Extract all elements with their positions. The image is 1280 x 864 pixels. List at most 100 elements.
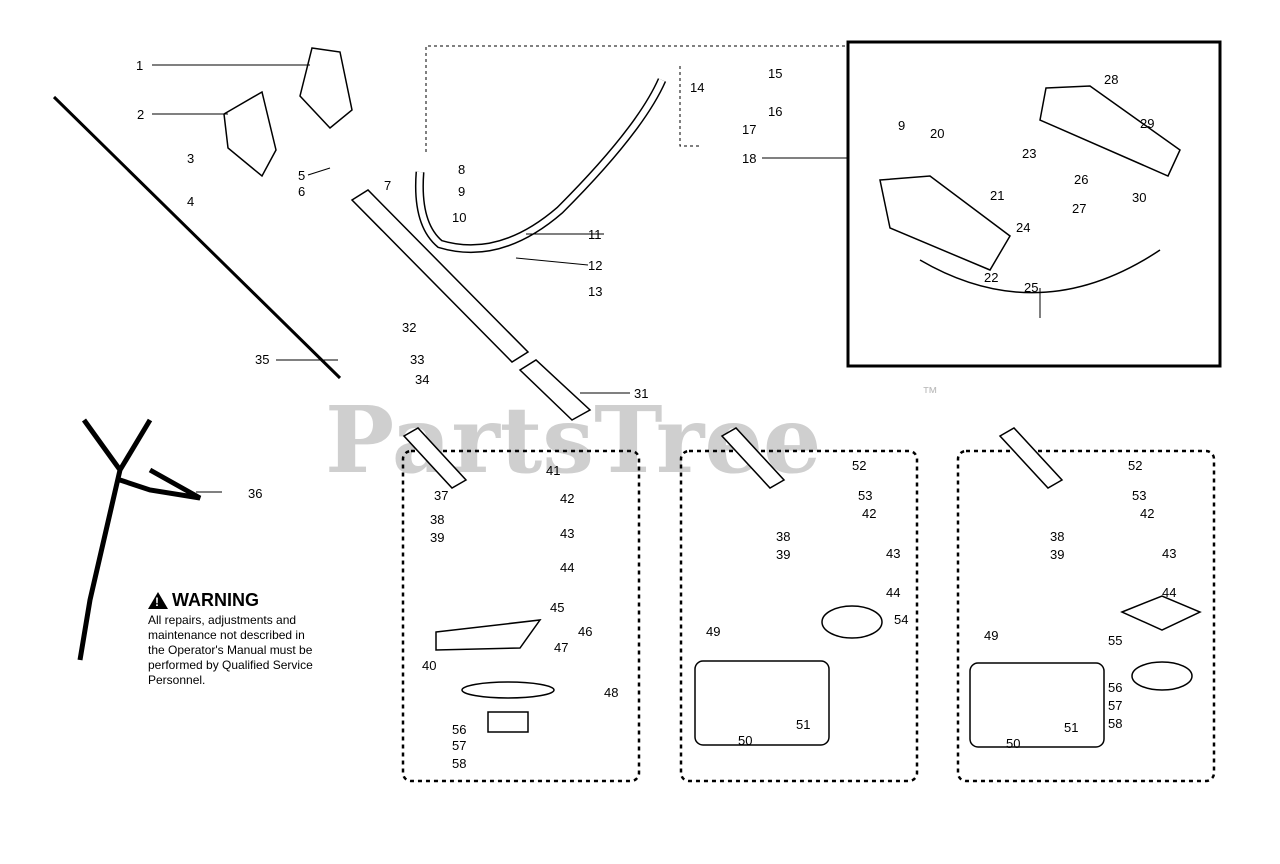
callout-30: 30 — [1132, 190, 1146, 205]
callout-24: 24 — [1016, 220, 1030, 235]
callout-37: 37 — [434, 488, 448, 503]
callout-49d: 49 — [984, 628, 998, 643]
callout-28: 28 — [1104, 72, 1118, 87]
warning-line: performed by Qualified Service — [148, 658, 313, 672]
callout-2: 2 — [137, 107, 144, 122]
warning-line: Personnel. — [148, 673, 206, 687]
warning-line: maintenance not described in — [148, 628, 305, 642]
callout-32: 32 — [402, 320, 416, 335]
callout-23: 23 — [1022, 146, 1036, 161]
throttle-handle-parts — [879, 85, 1181, 294]
callout-33: 33 — [410, 352, 424, 367]
callout-5: 5 — [298, 168, 305, 183]
callout-29: 29 — [1140, 116, 1154, 131]
callout-44a: 44 — [560, 560, 574, 575]
blade-kit-parts — [402, 427, 555, 733]
grass-blade-kit-box — [956, 449, 1216, 783]
callout-27: 27 — [1072, 201, 1086, 216]
callout-44d: 44 — [1162, 585, 1176, 600]
trimmer-kit-parts — [694, 427, 883, 746]
callout-52b: 52 — [852, 458, 866, 473]
callout-34: 34 — [415, 372, 429, 387]
callout-47: 47 — [554, 640, 568, 655]
callout-51d: 51 — [1064, 720, 1078, 735]
callout-9: 9 — [458, 184, 465, 199]
leader-lines — [152, 64, 1041, 493]
callout-38d: 38 — [1050, 529, 1064, 544]
callout-53d: 53 — [1132, 488, 1146, 503]
callout-35: 35 — [255, 352, 269, 367]
callout-18: 18 — [742, 151, 756, 166]
callout-39d: 39 — [1050, 547, 1064, 562]
grass-blade-kit-parts — [969, 427, 1202, 748]
watermark-trademark: ™ — [922, 385, 938, 402]
callout-53b: 53 — [858, 488, 872, 503]
handle-inset-frame — [846, 40, 1222, 368]
callout-52d: 52 — [1128, 458, 1142, 473]
callout-14: 14 — [690, 80, 704, 95]
callout-48: 48 — [604, 685, 618, 700]
callout-15: 15 — [768, 66, 782, 81]
callout-1: 1 — [136, 58, 143, 73]
callout-17: 17 — [742, 122, 756, 137]
callout-46: 46 — [578, 624, 592, 639]
warning-line: All repairs, adjustments and — [148, 613, 297, 627]
engine-cover-part — [299, 47, 353, 130]
callout-6: 6 — [298, 184, 305, 199]
callout-7: 7 — [384, 178, 391, 193]
callout-12: 12 — [588, 258, 602, 273]
callout-8: 8 — [458, 162, 465, 177]
callout-56a: 56 — [452, 722, 466, 737]
callout-13: 13 — [588, 284, 602, 299]
callout-21: 21 — [990, 188, 1004, 203]
callout-39a: 39 — [430, 530, 444, 545]
callout-51b: 51 — [796, 717, 810, 732]
callout-42a: 42 — [560, 491, 574, 506]
callout-16: 16 — [768, 104, 782, 119]
callout-40: 40 — [422, 658, 436, 673]
callout-43d: 43 — [1162, 546, 1176, 561]
callout-42b: 42 — [862, 506, 876, 521]
callout-4: 4 — [187, 194, 194, 209]
callout-26: 26 — [1074, 172, 1088, 187]
callout-41: 41 — [546, 463, 560, 478]
inset-connector — [425, 45, 848, 152]
warning-body: All repairs, adjustments and maintenance… — [148, 613, 363, 688]
callout-43a: 43 — [560, 526, 574, 541]
callout-49b: 49 — [706, 624, 720, 639]
callout-25: 25 — [1024, 280, 1038, 295]
callout-50b: 50 — [738, 733, 752, 748]
callout-58a: 58 — [452, 756, 466, 771]
callout-56d: 56 — [1108, 680, 1122, 695]
callout-58d: 58 — [1108, 716, 1122, 731]
callout-9-inset: 9 — [898, 118, 905, 133]
callout-42d: 42 — [1140, 506, 1154, 521]
callout-50d: 50 — [1006, 736, 1020, 751]
shaft-tube-part — [350, 189, 592, 421]
callout-10: 10 — [452, 210, 466, 225]
callout-38b: 38 — [776, 529, 790, 544]
callout-39b: 39 — [776, 547, 790, 562]
callout-3: 3 — [187, 151, 194, 166]
handle-connector — [679, 66, 700, 147]
warning-notice: ! WARNING All repairs, adjustments and m… — [148, 590, 363, 688]
handlebar-inner — [416, 78, 665, 252]
callout-43b: 43 — [886, 546, 900, 561]
callout-57d: 57 — [1108, 698, 1122, 713]
drive-shaft-part — [52, 95, 342, 380]
callout-44b: 44 — [886, 585, 900, 600]
callout-11: 11 — [588, 227, 602, 242]
callout-54: 54 — [894, 612, 908, 627]
warning-triangle-icon: ! — [148, 592, 168, 609]
callout-22: 22 — [984, 270, 998, 285]
callout-55: 55 — [1108, 633, 1122, 648]
shield-part — [223, 90, 277, 178]
harness-part — [77, 418, 202, 661]
callout-38a: 38 — [430, 512, 444, 527]
callout-20: 20 — [930, 126, 944, 141]
callout-57a: 57 — [452, 738, 466, 753]
warning-line: the Operator's Manual must be — [148, 643, 313, 657]
callout-45: 45 — [550, 600, 564, 615]
warning-title: WARNING — [172, 590, 259, 610]
